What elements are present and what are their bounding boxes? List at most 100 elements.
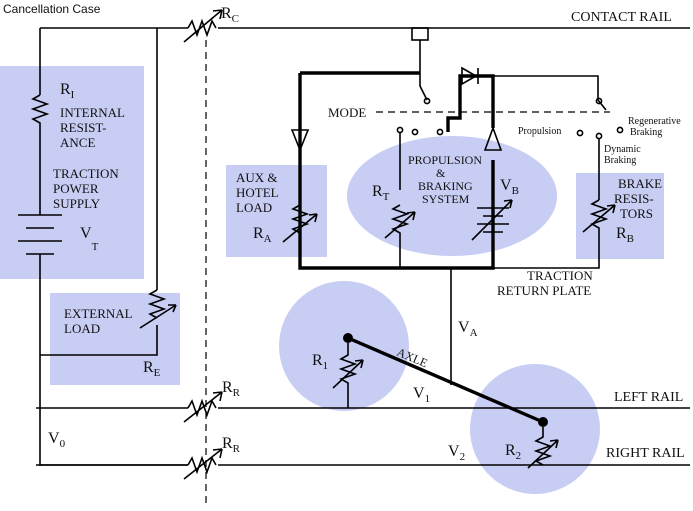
re-subscript: E xyxy=(154,367,161,379)
vt-subscript: T xyxy=(92,241,99,253)
svg-text:VA: VA xyxy=(458,319,478,339)
pantograph-shoe xyxy=(411,27,429,41)
svg-text:V0: V0 xyxy=(48,430,66,450)
external-load-line-1: EXTERNAL xyxy=(64,306,133,321)
external-load: EXTERNAL LOAD RE xyxy=(40,28,177,379)
supply-region xyxy=(0,66,144,279)
vb-battery-symbol xyxy=(471,199,513,241)
internal-resistance-line-3: ANCE xyxy=(60,135,95,150)
svg-text:RA: RA xyxy=(253,225,272,245)
va-subscript: A xyxy=(470,327,478,339)
propulsion-line-1: PROPULSION xyxy=(408,153,482,167)
aux-line-3: LOAD xyxy=(236,200,272,215)
r1-region xyxy=(279,281,409,411)
axle-wheel-right xyxy=(538,417,548,427)
aux-load-region xyxy=(226,165,327,257)
brake-resistors: BRAKE Resis- tors RB xyxy=(493,176,662,269)
svg-text:VB: VB xyxy=(500,177,519,197)
ra-label: R xyxy=(253,225,264,242)
r2-subscript: 2 xyxy=(516,450,522,462)
aux-hotel-load: AUX & HOTEL LOAD RA xyxy=(236,170,318,245)
propulsion-line-3: BRAKING xyxy=(418,179,473,193)
left-rail: RR LEFT RAIL xyxy=(36,379,690,423)
ra-resistor xyxy=(290,204,310,234)
internal-resistance-line-2: RESIST- xyxy=(60,120,106,135)
svg-text:RB: RB xyxy=(616,225,634,245)
traction-supply-line-2: POWER xyxy=(53,181,99,196)
rc-resistor xyxy=(187,18,217,38)
va-label: V xyxy=(458,319,470,336)
regen-braking-line-2: Braking xyxy=(630,127,662,138)
r1-label: R xyxy=(312,352,323,369)
ra-subscript: A xyxy=(264,233,272,245)
traction-power-supply: RI INTERNAL RESIST- ANCE TRACTION POWER … xyxy=(18,28,188,466)
return-plate-line-2: RETURN PLATE xyxy=(497,283,591,298)
contact-rail-label: CONTACT RAIL xyxy=(571,10,672,25)
v0-subscript: 0 xyxy=(60,438,66,450)
re-resistor xyxy=(147,289,167,319)
rb-subscript: B xyxy=(627,233,634,245)
ri-resistor xyxy=(30,94,50,215)
vb-label: V xyxy=(500,177,512,194)
axle-wheel-left xyxy=(343,333,353,343)
aux-line-1: AUX & xyxy=(236,170,278,185)
traction-supply-line-3: SUPPLY xyxy=(53,196,101,211)
svg-text:R2: R2 xyxy=(505,442,521,462)
right-rail-label: RIGHT RAIL xyxy=(606,446,685,461)
right-rail: RR RIGHT RAIL xyxy=(36,435,690,480)
rr-top-label: R xyxy=(222,379,233,396)
svg-text:VT: VT xyxy=(80,225,99,253)
rc-label: R xyxy=(221,5,232,22)
vt-label: V xyxy=(80,225,92,242)
vb-subscript: B xyxy=(512,185,519,197)
svg-text:R1: R1 xyxy=(312,352,328,372)
left-rail-label: LEFT RAIL xyxy=(614,390,683,405)
r2-resistor xyxy=(533,427,553,466)
ri-subscript: I xyxy=(71,89,75,101)
r2-region xyxy=(470,364,600,494)
svg-text:RR: RR xyxy=(222,379,241,399)
external-load-line-2: LOAD xyxy=(64,321,100,336)
brake-line-3: tors xyxy=(620,206,653,221)
svg-text:RE: RE xyxy=(143,359,161,379)
propulsion-braking-system: PROPULSION & BRAKING SYSTEM RT VB xyxy=(372,153,519,268)
svg-text:RR: RR xyxy=(222,435,241,455)
r1-subscript: 1 xyxy=(323,360,329,372)
brake-line-2: Resis- xyxy=(614,191,654,206)
v2-label: V xyxy=(448,443,460,460)
rt-resistor xyxy=(390,204,410,268)
rr-bottom-subscript: R xyxy=(233,443,241,455)
svg-text:V2: V2 xyxy=(448,443,465,463)
brake-line-1: BRAKE xyxy=(618,176,662,191)
return-plate-axle: TRACTION RETURN PLATE VA AXLE R1 R2 V1 V… xyxy=(312,268,593,469)
rr-bottom-resistor xyxy=(187,455,217,475)
rb-resistor xyxy=(493,199,609,269)
rt-label: R xyxy=(372,183,383,200)
propulsion-position-label: Propulsion xyxy=(518,126,561,137)
propulsion-line-4: SYSTEM xyxy=(422,192,470,206)
vt-battery-symbol xyxy=(18,214,62,255)
vehicle-circuit: MODE xyxy=(290,27,624,270)
mode-label: MODE xyxy=(328,105,366,120)
brake-resistors-region xyxy=(576,173,664,259)
external-load-region xyxy=(50,293,180,385)
dynamic-braking-line-1: Dynamic xyxy=(604,144,641,155)
v2-subscript: 2 xyxy=(460,451,466,463)
diode-symbol xyxy=(461,66,479,86)
axle-line xyxy=(347,336,544,424)
diagram-title: Cancellation Case xyxy=(3,2,101,16)
regen-braking-line-1: Regenerative xyxy=(628,116,681,127)
internal-resistance-line-1: INTERNAL xyxy=(60,105,125,120)
re-label: R xyxy=(143,359,154,376)
rc-subscript: C xyxy=(232,13,239,25)
ri-label: R xyxy=(60,81,71,98)
rt-subscript: T xyxy=(383,191,390,203)
traction-supply-line-1: TRACTION xyxy=(53,166,119,181)
rb-label: R xyxy=(616,225,627,242)
rr-top-resistor xyxy=(187,398,217,418)
svg-text:RC: RC xyxy=(221,5,239,25)
rr-top-subscript: R xyxy=(233,387,241,399)
aux-arrow-head xyxy=(290,129,310,153)
v1-label: V xyxy=(413,385,425,402)
